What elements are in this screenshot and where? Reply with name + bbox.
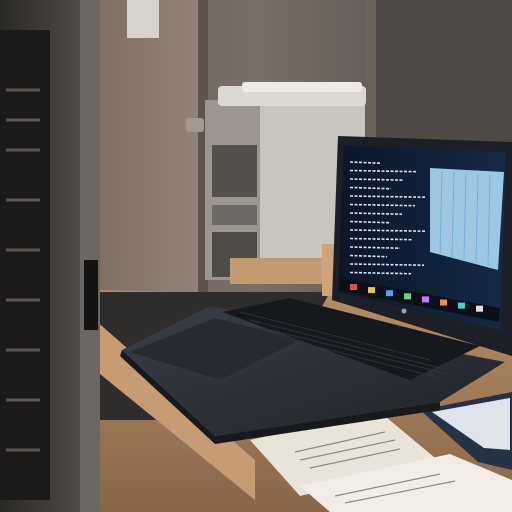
- laptop-front-edge: [120, 350, 440, 444]
- terminal-line: [349, 229, 427, 232]
- terminal-line: [349, 271, 412, 275]
- taskbar-app-icon[interactable]: [350, 284, 357, 290]
- taskbar-bar: [339, 278, 500, 322]
- terminal-line: [349, 195, 427, 198]
- wooden-block-end: [322, 244, 336, 296]
- printer-top: [242, 82, 362, 92]
- laptop-keyboard: [222, 298, 480, 380]
- cabinet-shelf-2: [212, 205, 257, 225]
- pc-tower-front-panel: [0, 30, 50, 500]
- cabinet-shelf-1: [212, 145, 257, 197]
- terminal-line: [349, 161, 381, 164]
- pc-tower-side-edge: [80, 0, 100, 512]
- laptop-palm-rest: [130, 318, 300, 380]
- wall-note-paper: [127, 0, 159, 38]
- door-hinge-icon: [186, 118, 204, 132]
- terminal-line: [349, 263, 425, 266]
- door: [95, 0, 207, 300]
- wooden-block: [230, 258, 325, 284]
- taskbar-app-icon[interactable]: [476, 305, 483, 312]
- screen-window-panel: [430, 168, 504, 270]
- paper-text-lines: [294, 431, 456, 504]
- taskbar-app-icon[interactable]: [440, 299, 447, 306]
- terminal-line: [349, 169, 418, 173]
- terminal-line: [349, 237, 414, 241]
- screen-grid-lines: [439, 171, 491, 267]
- taskbar-app-icon[interactable]: [368, 287, 375, 294]
- paper-sheet-1: [250, 412, 440, 496]
- terminal-line: [349, 212, 403, 215]
- terminal-line: [349, 220, 390, 224]
- terminal-line: [349, 178, 405, 181]
- paper-sheet-2: [300, 454, 512, 512]
- laptop-logo-icon: [401, 308, 407, 314]
- taskbar-app-icon[interactable]: [404, 293, 411, 300]
- taskbar: [339, 278, 500, 322]
- terminal-line: [349, 246, 401, 249]
- terminal-line: [349, 186, 392, 190]
- pc-tower-port-block: [84, 260, 98, 330]
- taskbar-app-icon[interactable]: [422, 296, 429, 303]
- pc-tower-vents: [6, 88, 40, 452]
- door-frame: [198, 0, 208, 300]
- keyboard-keys: [239, 311, 449, 379]
- tablet-screen: [432, 398, 510, 450]
- taskbar-app-icon[interactable]: [386, 290, 393, 297]
- terminal-line: [349, 203, 416, 207]
- terminal-line: [349, 254, 388, 258]
- wall-trim: [366, 0, 376, 190]
- taskbar-app-icon[interactable]: [458, 302, 465, 309]
- terminal-text: [349, 161, 427, 275]
